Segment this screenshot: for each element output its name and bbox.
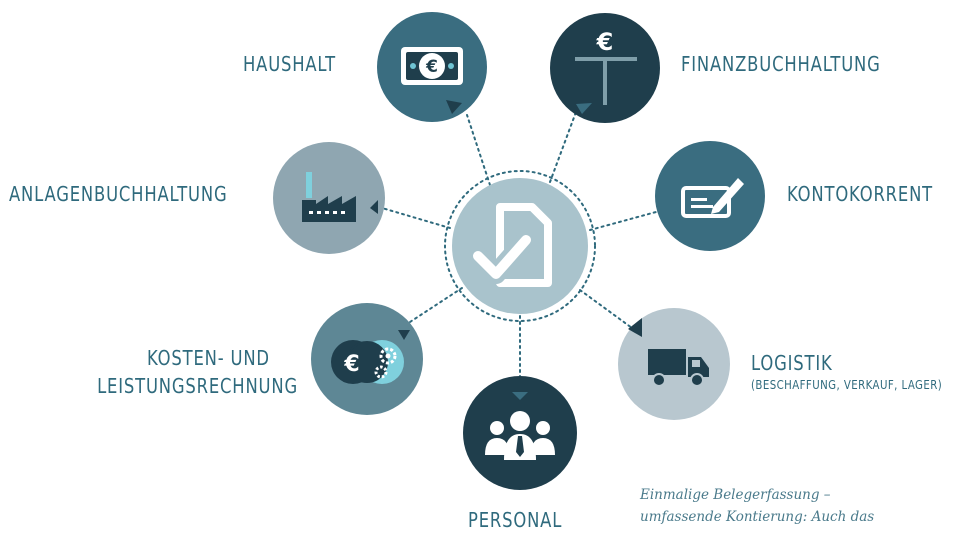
connector-finanz [549,111,577,183]
caption-line-2: umfassende Kontierung: Auch das [640,509,875,525]
label-kontokorrent: KONTOKORRENT [787,182,934,206]
connector-kosten [409,287,463,323]
euro-banknote-icon: € [401,47,463,85]
caption-line-1: Einmalige Belegerfassung – [640,487,831,503]
label-logistik: LOGISTIK [751,351,833,375]
svg-text:€: € [596,28,614,56]
center-node [444,170,596,322]
svg-text:€: € [343,352,359,377]
euro-gears-icon: € [331,340,404,384]
caption-note: Einmalige Belegerfassung – umfassende Ko… [640,484,970,528]
connectors [381,111,657,379]
label-kosten-line1: KOSTEN- UND [147,346,270,370]
label-finanzbuchhaltung: FINANZBUCHHALTUNG [681,52,881,76]
node-anlagen[interactable] [273,142,385,254]
check-pen-icon [681,178,744,218]
document-check-icon [468,203,552,287]
factory-icon [302,172,356,222]
node-haushalt[interactable]: € [377,12,487,122]
connector-anlagen [381,207,451,229]
label-kosten-line2: LEISTUNGSRECHNUNG [97,374,298,398]
node-kontokorrent[interactable] [655,141,765,251]
node-finanz[interactable]: € [550,13,660,123]
node-logistik[interactable] [618,308,730,420]
label-haushalt: HAUSHALT [243,52,336,76]
connector-haushalt [466,114,491,186]
label-anlagenbuchhaltung: ANLAGENBUCHHALTUNG [9,182,228,206]
people-group-icon [485,411,555,460]
truck-icon [648,349,709,387]
node-personal[interactable] [463,376,577,490]
node-kosten[interactable]: € [311,303,423,415]
label-personal: PERSONAL [468,508,563,532]
connector-logistik [579,289,633,329]
connector-kontokorrent [589,211,657,231]
euro-t-account-icon: € [575,28,637,105]
label-logistik-sub: (BESCHAFFUNG, VERKAUF, LAGER) [751,378,943,392]
svg-text:€: € [425,57,438,77]
